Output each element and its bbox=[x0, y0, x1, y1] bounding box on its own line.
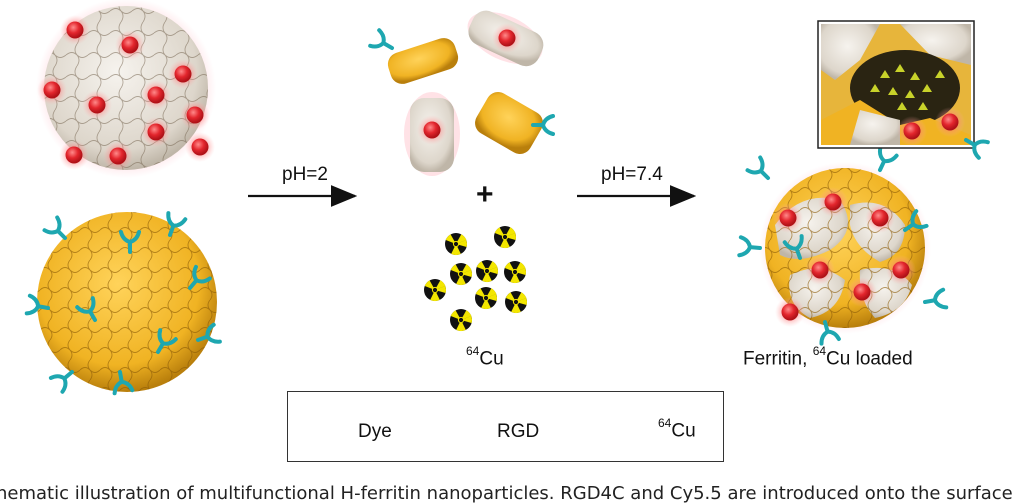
arrow2-label: pH=7.4 bbox=[601, 164, 663, 185]
reassembled-ferritin-particle bbox=[737, 146, 949, 346]
dye-dot bbox=[59, 140, 89, 170]
arrow1-label: pH=2 bbox=[282, 164, 328, 185]
legend-cu64-label: 64Cu bbox=[658, 416, 696, 442]
legend-rgd-label: RGD bbox=[497, 421, 540, 442]
cu64-atom bbox=[423, 278, 447, 302]
rgd-ferritin-particle bbox=[24, 211, 222, 396]
ferritin-label-prefix: Ferritin, bbox=[743, 348, 813, 370]
cu64-label: 64Cu bbox=[466, 344, 504, 370]
white-subunit-with-dye bbox=[404, 92, 460, 176]
dye-dot bbox=[37, 75, 67, 105]
cu64-label-base: Cu bbox=[479, 348, 504, 370]
ferritin-loaded-label: Ferritin, 64Cu loaded bbox=[743, 344, 913, 370]
dye-ferritin-particle bbox=[36, 0, 216, 178]
legend-cu64-sup: 64 bbox=[658, 416, 672, 430]
yellow-subunit-with-rgd bbox=[475, 91, 555, 155]
cu64-atom bbox=[504, 290, 528, 314]
yellow-subunit-with-rgd bbox=[368, 28, 459, 84]
cu64-atom bbox=[449, 262, 473, 286]
dye-dot bbox=[60, 15, 90, 45]
legend bbox=[287, 391, 724, 462]
dye-dot bbox=[141, 80, 171, 110]
cu64-atom bbox=[503, 260, 527, 284]
dye-dot bbox=[103, 141, 133, 171]
dye-dot bbox=[115, 30, 145, 60]
ferritin-label-suffix: Cu loaded bbox=[826, 348, 913, 370]
dye-dot bbox=[141, 117, 171, 147]
cu64-atom bbox=[444, 232, 468, 256]
cu64-atom bbox=[474, 286, 498, 310]
legend-cu64-base: Cu bbox=[671, 420, 696, 442]
plus-sign: + bbox=[476, 178, 494, 211]
cu64-atom bbox=[493, 225, 517, 249]
cu64-atom bbox=[475, 259, 499, 283]
dye-dot bbox=[168, 59, 198, 89]
inset-cutaway bbox=[817, 20, 990, 160]
legend-dye-label: Dye bbox=[358, 421, 392, 442]
dye-dot bbox=[180, 100, 210, 130]
white-subunit-with-dye bbox=[467, 10, 544, 67]
dye-dot bbox=[82, 90, 112, 120]
dye-dot bbox=[185, 132, 215, 162]
cu64-label-sup: 64 bbox=[466, 344, 480, 358]
figure-caption: hematic illustration of multifunctional … bbox=[0, 483, 1012, 504]
cu64-atom bbox=[449, 308, 473, 332]
ferritin-label-sup: 64 bbox=[812, 344, 827, 358]
cu64-cluster bbox=[423, 225, 528, 332]
